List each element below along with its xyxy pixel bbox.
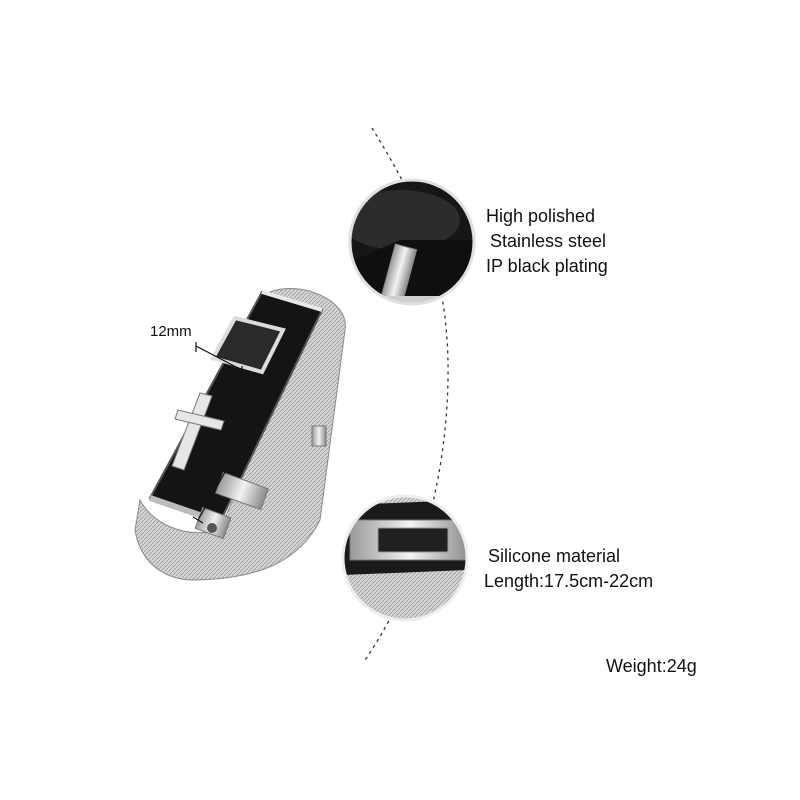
zoom-detail-bottom — [341, 494, 469, 622]
callout-top-line-3: IP black plating — [486, 256, 608, 276]
leather-window — [210, 315, 286, 375]
plate-edge — [261, 290, 323, 312]
zoom-detail-top — [348, 178, 476, 306]
bracelet-image — [134, 287, 346, 581]
cross-emblem — [171, 392, 225, 471]
callout-top-line-2: Stainless steel — [490, 231, 607, 251]
callout-bottom-text: Silicone material Length:17.5cm-22cm — [484, 544, 653, 594]
callout-bottom-line-1: Silicone material — [488, 546, 621, 566]
weight-label: Weight:24g — [606, 656, 697, 676]
dimension-lines — [192, 326, 311, 524]
guide-arc — [364, 127, 449, 661]
side-tab — [311, 425, 327, 447]
width-dimension-label: 12mm — [150, 323, 192, 340]
callout-bottom-line-2: Length:17.5cm-22cm — [484, 571, 654, 591]
callout-top-line-1: High polished — [486, 206, 596, 226]
callout-top-text: High polished Stainless steel IP black p… — [486, 204, 608, 279]
